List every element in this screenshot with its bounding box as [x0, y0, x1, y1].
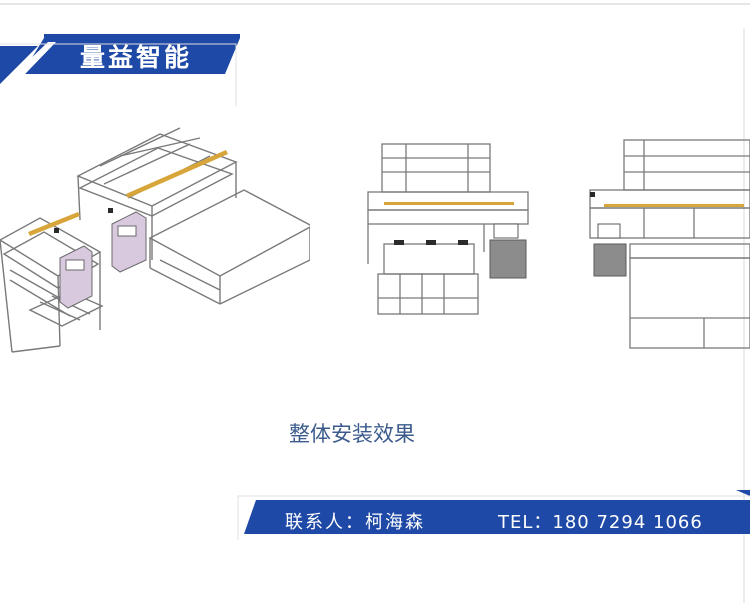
top-divider	[0, 3, 750, 5]
contact-person: 联系人：柯海森	[285, 512, 425, 533]
installation-caption: 整体安装效果	[289, 422, 415, 446]
side-view-machine	[589, 139, 750, 349]
isometric-machine-left	[0, 127, 310, 353]
footer-banner	[237, 490, 750, 540]
right-divider	[743, 28, 745, 603]
brand-title: 量益智能	[80, 43, 193, 72]
phone-number: TEL：180 7294 1066	[498, 512, 703, 533]
front-view-machine	[367, 143, 529, 315]
header-banner	[0, 34, 240, 106]
